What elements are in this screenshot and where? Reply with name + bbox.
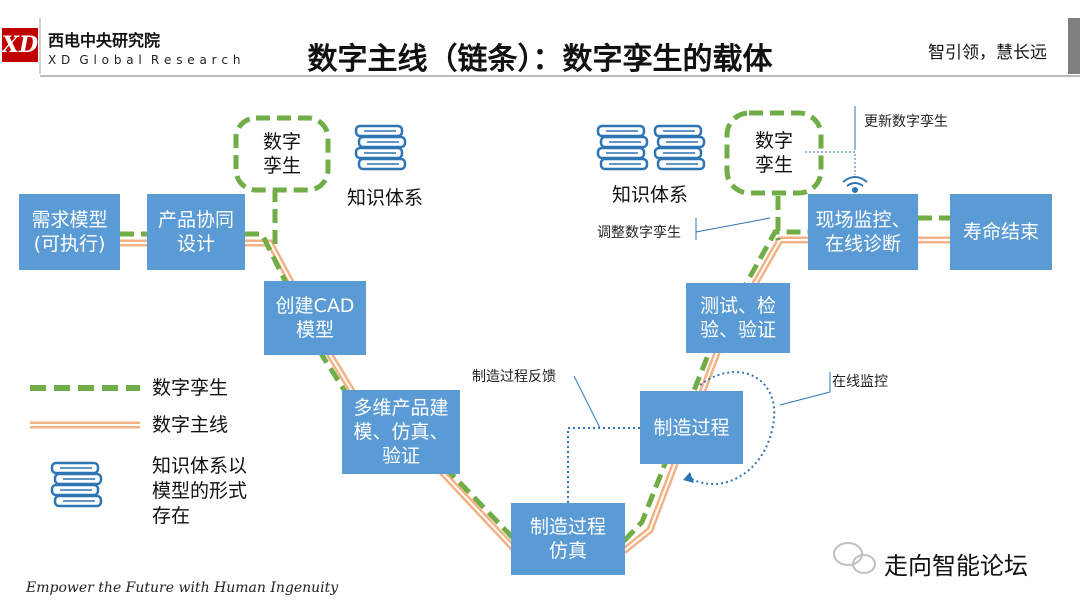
knowledge-label-right: 知识体系 (612, 184, 689, 206)
box-manufacturing: 制造过程 (640, 391, 743, 464)
slogan: 智引领，慧长远 (928, 43, 1047, 63)
box-end-of-life: 寿命结束 (950, 194, 1052, 270)
wechat-account-name: 走向智能论坛 (884, 552, 1028, 580)
label-update-twin: 更新数字孪生 (864, 114, 948, 130)
knowledge-icon-legend (50, 461, 103, 508)
org-name: 西电中央研究院 (48, 31, 161, 50)
feedback-path (567, 427, 640, 503)
box-mfg-simulation: 制造过程 仿真 (511, 503, 625, 575)
box-create-cad: 创建CAD 模型 (264, 281, 366, 355)
box-demand-model: 需求模型 (可执行) (19, 194, 120, 270)
legend-thread-label: 数字主线 (152, 414, 229, 436)
annotation-lines (573, 106, 856, 429)
page-title: 数字主线（链条）：数字孪生的载体 (307, 42, 773, 77)
logo: XD (2, 28, 38, 62)
footer-motto: Empower the Future with Human Ingenuity (26, 580, 339, 596)
box-test-verify: 测试、检 验、验证 (686, 283, 790, 353)
twin-frame-right (724, 110, 824, 196)
knowledge-icon-left (354, 124, 407, 171)
wechat-icon (833, 542, 876, 574)
box-multi-dim-model: 多维产品建 模、仿真、 验证 (342, 390, 460, 474)
legend-knowledge-label: 知识体系以 模型的形式 存在 (152, 455, 248, 527)
wifi-icon (842, 176, 868, 193)
twin-frame-left (233, 115, 331, 193)
twin-text-right: 数字 孪生 (754, 130, 793, 176)
knowledge-label-left: 知识体系 (347, 187, 424, 209)
twin-text-left: 数字 孪生 (262, 131, 301, 177)
label-adjust-twin: 调整数字孪生 (597, 225, 681, 241)
label-online-monitor: 在线监控 (832, 374, 888, 390)
loop-arrowhead (683, 472, 694, 483)
org-subtitle: X D G l o b a l R e s e a r c h (48, 53, 241, 67)
corner-bar (1068, 18, 1080, 74)
label-mfg-feedback: 制造过程反馈 (472, 369, 556, 385)
knowledge-icon-right-2 (653, 124, 706, 171)
box-collaborative-design: 产品协同 设计 (147, 194, 245, 270)
knowledge-icon-right-1 (596, 124, 649, 171)
online-monitor-loop (689, 371, 776, 485)
legend-twin-label: 数字孪生 (152, 377, 229, 399)
box-field-monitoring: 现场监控、 在线诊断 (808, 194, 918, 270)
